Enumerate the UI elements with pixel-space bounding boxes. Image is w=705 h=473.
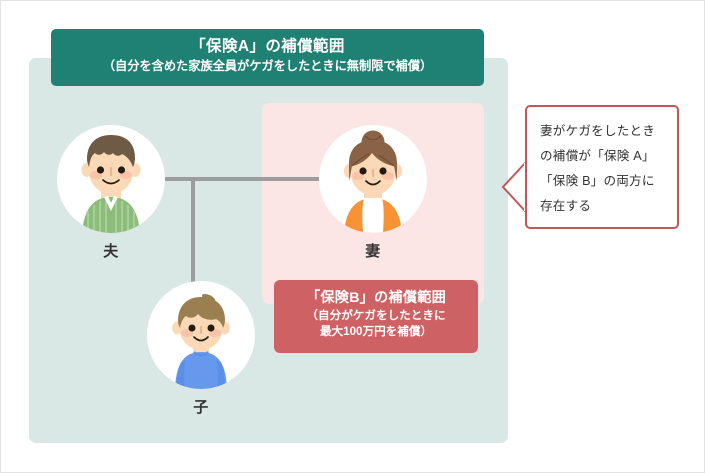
callout-line1: 妻がケガをしたとき — [540, 124, 656, 138]
callout-box: 妻がケガをしたとき の補償が「保険 A」 「保険 B」の両方に 存在する — [525, 105, 679, 229]
insurance-a-title-line1: 「保険A」の補償範囲 — [190, 38, 345, 55]
insurance-b-title-banner: 「保険B」の補償範囲 （自分がケガをしたときに 最大100万円を補償） — [274, 280, 478, 353]
callout-arrow-icon — [501, 161, 527, 213]
avatar-husband — [57, 125, 165, 233]
insurance-a-title-banner: 「保険A」の補償範囲 （自分を含めた家族全員がケガをしたときに無制限で補償） — [51, 29, 484, 86]
insurance-b-title-line2: （自分がケガをしたときに — [306, 309, 446, 322]
connector-line-vertical — [191, 177, 195, 293]
husband-illustration — [81, 135, 141, 233]
person-label-wife: 妻 — [365, 243, 381, 260]
callout-line4: 存在する — [540, 199, 592, 213]
avatar-wife — [319, 125, 427, 233]
person-label-husband: 夫 — [103, 243, 119, 260]
callout-line2: の補償が「保険 A」 — [540, 149, 655, 163]
person-child: 子 — [147, 281, 255, 417]
callout-line3: 「保険 B」の両方に — [540, 174, 655, 188]
person-label-child: 子 — [193, 399, 209, 416]
avatar-child — [147, 281, 255, 389]
connector-line-horizontal — [161, 177, 325, 181]
person-husband: 夫 — [57, 125, 165, 261]
child-illustration — [172, 294, 230, 389]
insurance-b-title-line3: 最大100万円を補償） — [319, 325, 433, 338]
wife-illustration — [344, 130, 402, 233]
person-wife: 妻 — [319, 125, 427, 261]
insurance-b-title-line1: 「保険B」の補償範囲 — [306, 290, 446, 306]
insurance-a-title-line2: （自分を含めた家族全員がケガをしたときに無制限で補償） — [102, 59, 433, 73]
